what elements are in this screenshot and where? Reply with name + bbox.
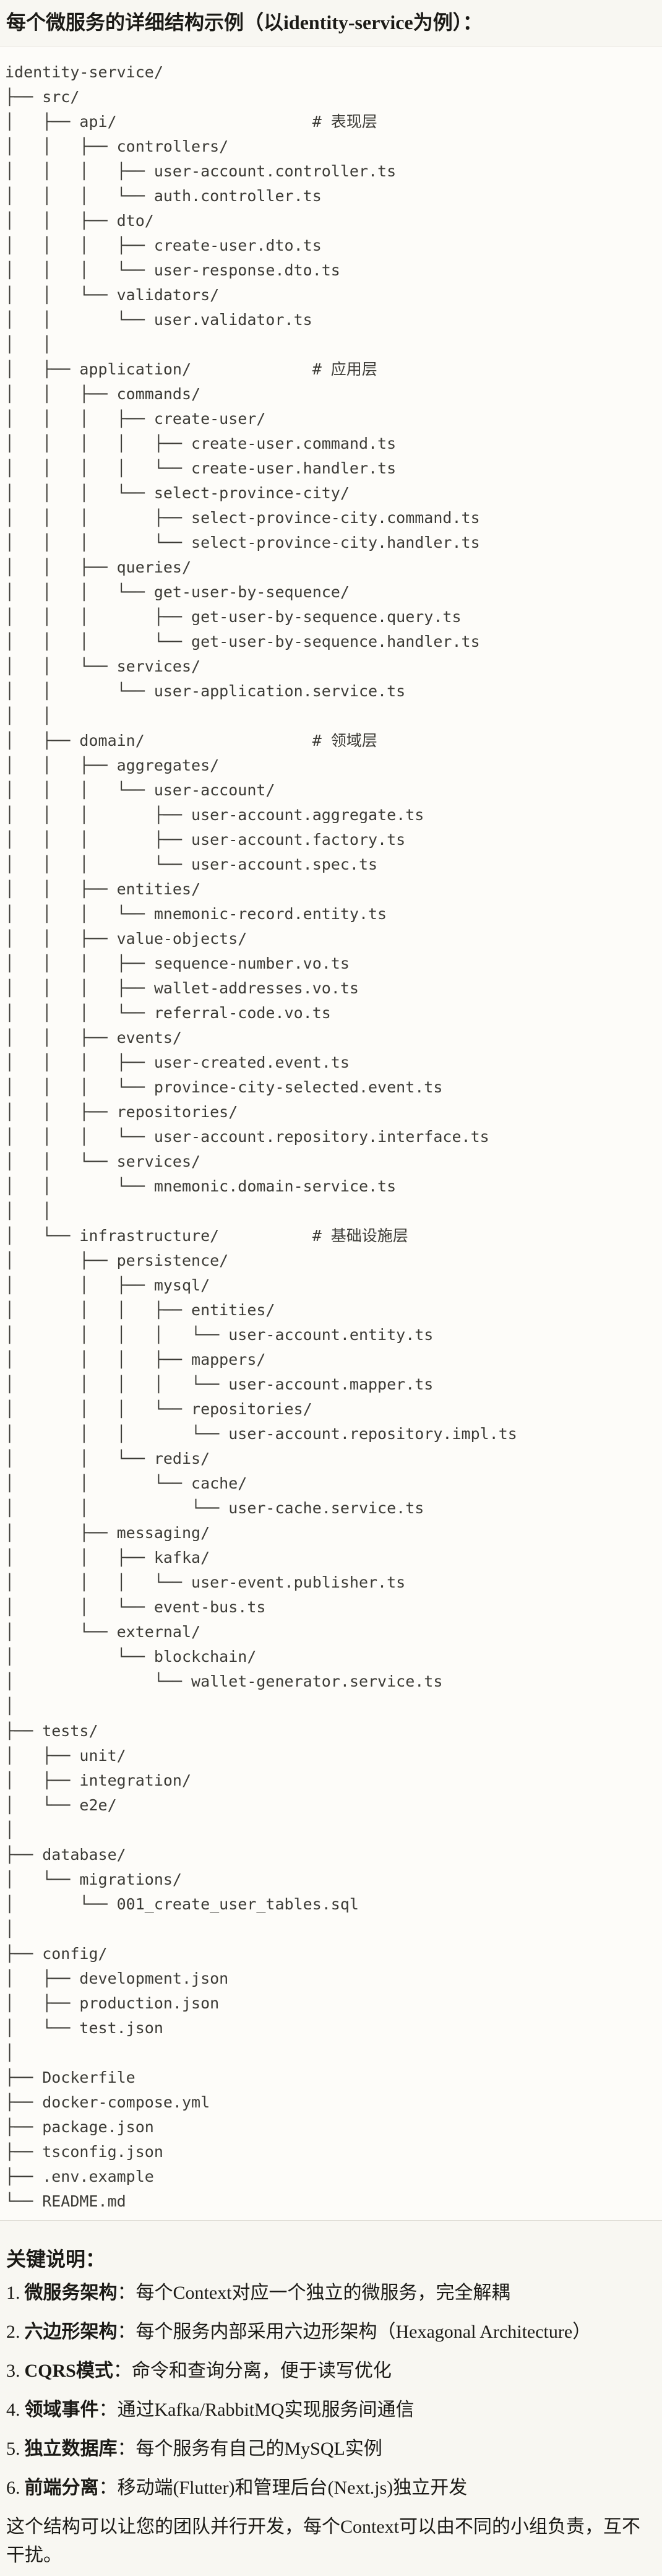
list-label: 前端分离 (24, 2478, 99, 2498)
list-text: ：命令和查询分离，便于读写优化 (113, 2361, 392, 2381)
closing-paragraph: 这个结构可以让您的团队并行开发，每个Context可以由不同的小组负责，互不干扰… (6, 2517, 640, 2565)
notes-title: 关键说明： (6, 2248, 106, 2270)
list-number: 5. (6, 2439, 20, 2459)
list-item: 5.独立数据库：每个服务有自己的MySQL实例 (6, 2435, 657, 2463)
list-number: 1. (6, 2283, 20, 2303)
list-item: 6.前端分离：移动端(Flutter)和管理后台(Next.js)独立开发 (6, 2474, 657, 2502)
list-label: 独立数据库 (24, 2439, 118, 2459)
list-text: ：每个服务有自己的MySQL实例 (117, 2439, 382, 2459)
list-number: 4. (6, 2400, 20, 2420)
list-item: 1.微服务架构：每个Context对应一个独立的微服务，完全解耦 (6, 2279, 657, 2307)
list-item: 2.六边形架构：每个服务内部采用六边形架构（Hexagonal Architec… (6, 2318, 657, 2346)
list-text: ：每个服务内部采用六边形架构（Hexagonal Architecture） (117, 2322, 591, 2342)
directory-tree-code-block: identity-service/ ├── src/ │ ├── api/ # … (0, 46, 662, 2221)
list-label: CQRS模式 (24, 2361, 113, 2381)
list-number: 3. (6, 2361, 20, 2381)
list-label: 领域事件 (24, 2400, 99, 2420)
list-label: 微服务架构 (24, 2283, 118, 2303)
directory-tree: identity-service/ ├── src/ │ ├── api/ # … (5, 63, 517, 2210)
list-item: 3.CQRS模式：命令和查询分离，便于读写优化 (6, 2357, 657, 2385)
notes-list: 1.微服务架构：每个Context对应一个独立的微服务，完全解耦 2.六边形架构… (5, 2279, 657, 2502)
list-item: 4.领域事件：通过Kafka/RabbitMQ实现服务间通信 (6, 2396, 657, 2424)
page-title: 每个微服务的详细结构示例（以identity-service为例）： (6, 11, 483, 33)
list-text: ：移动端(Flutter)和管理后台(Next.js)独立开发 (98, 2478, 468, 2498)
list-number: 2. (6, 2322, 20, 2342)
list-label: 六边形架构 (24, 2322, 118, 2342)
list-number: 6. (6, 2478, 20, 2498)
list-text: ：每个Context对应一个独立的微服务，完全解耦 (117, 2283, 510, 2303)
list-text: ：通过Kafka/RabbitMQ实现服务间通信 (98, 2400, 415, 2420)
